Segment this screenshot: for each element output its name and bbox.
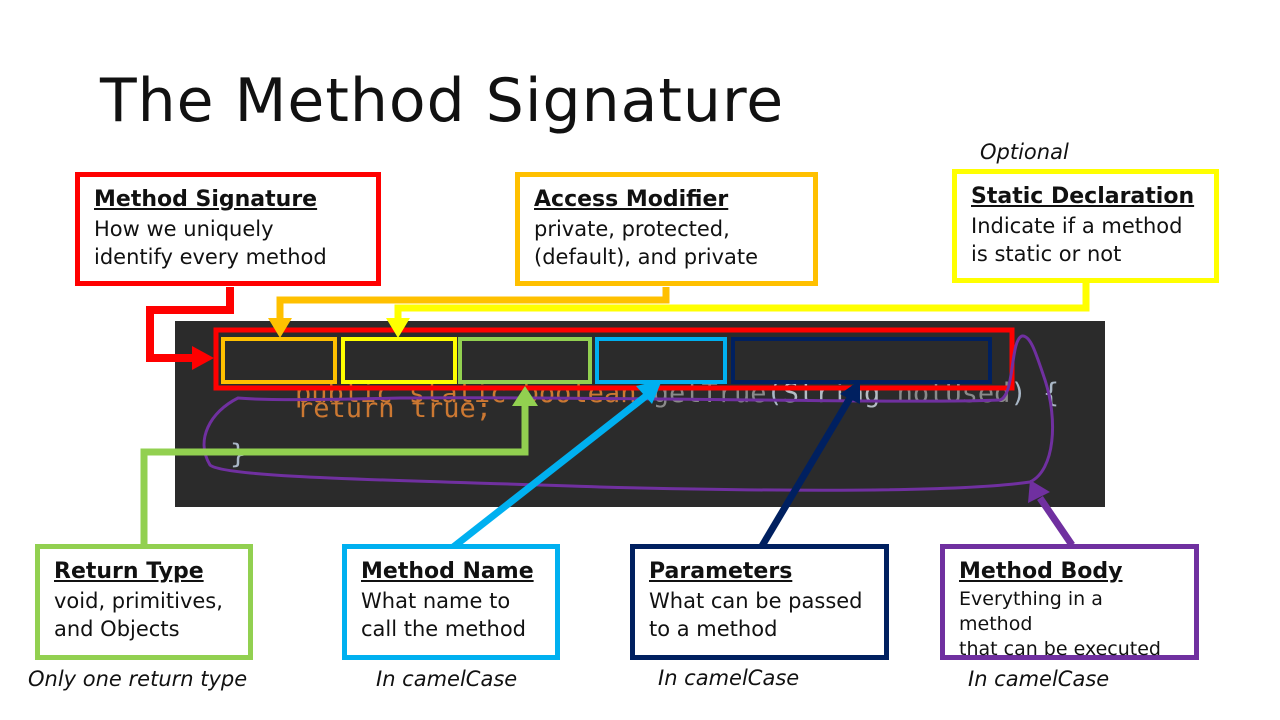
public-highlight: [221, 337, 337, 384]
access-arrow-head: [268, 318, 292, 338]
static-note: Optional: [980, 140, 1069, 164]
parameters-heading: Parameters: [649, 559, 793, 584]
return-arrow: [140, 404, 529, 546]
access-modifier-body: private, protected, (default), and priva…: [534, 217, 759, 269]
method-name-heading: Method Name: [361, 559, 534, 584]
page-title: The Method Signature: [100, 66, 785, 136]
body-loop: [202, 334, 1055, 492]
method-name-box: Method Name What name to call the method: [342, 544, 560, 660]
static-arrow-head: [386, 318, 410, 338]
static-declaration-body: Indicate if a method is static or not: [971, 214, 1183, 266]
params-arrow-head: [840, 380, 860, 404]
method-signature-box: Method Signature How we uniquely identif…: [75, 172, 381, 286]
static-highlight: [341, 337, 457, 384]
return-arrow-head: [512, 386, 538, 406]
static-arrow: [394, 283, 1090, 322]
method-name-note: In camelCase: [376, 667, 518, 691]
method-body-body: Everything in a method that can be execu…: [959, 588, 1161, 660]
boolean-highlight: [458, 337, 592, 384]
params-arrow: [758, 396, 854, 548]
access-modifier-heading: Access Modifier: [534, 187, 729, 212]
method-body-box: Method Body Everything in a method that …: [940, 544, 1199, 660]
body-arrow: [1037, 496, 1075, 547]
method-signature-heading: Method Signature: [94, 187, 318, 212]
static-declaration-heading: Static Declaration: [971, 184, 1195, 209]
return-type-body: void, primitives, and Objects: [54, 589, 223, 641]
parameters-body: What can be passed to a method: [649, 589, 863, 641]
return-type-box: Return Type void, primitives, and Object…: [35, 544, 253, 660]
body-arrow-head: [1028, 480, 1050, 503]
method-body-note: In camelCase: [968, 667, 1110, 691]
return-type-note: Only one return type: [28, 667, 248, 691]
method-body-heading: Method Body: [959, 559, 1123, 584]
method-signature-body: How we uniquely identify every method: [94, 217, 327, 269]
name-highlight: [595, 337, 727, 384]
signature-arrow-head: [192, 346, 214, 370]
static-declaration-box: Static Declaration Indicate if a method …: [952, 169, 1219, 283]
access-modifier-box: Access Modifier private, protected, (def…: [515, 172, 818, 286]
parameters-note: In camelCase: [658, 666, 800, 690]
name-arrow-head: [636, 380, 662, 404]
signature-arrow: [146, 287, 234, 362]
method-name-body: What name to call the method: [361, 589, 526, 641]
access-arrow: [276, 287, 670, 322]
params-highlight: [731, 337, 992, 384]
parameters-box: Parameters What can be passed to a metho…: [630, 544, 889, 660]
name-arrow: [449, 393, 649, 551]
return-type-heading: Return Type: [54, 559, 204, 584]
